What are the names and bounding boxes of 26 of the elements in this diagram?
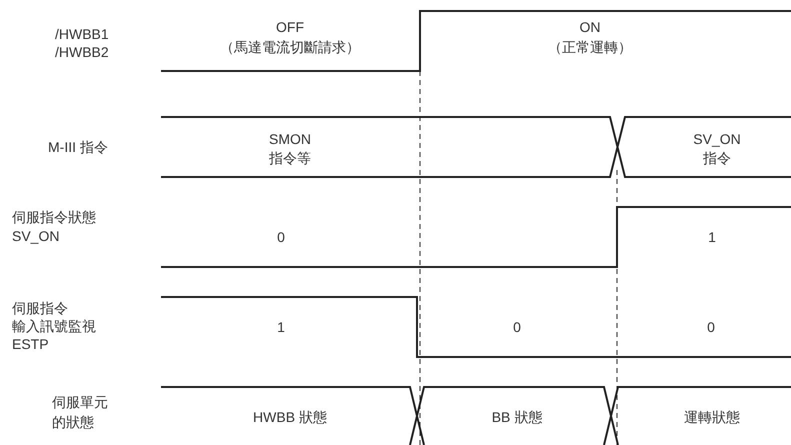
signal-label: 運轉狀態	[683, 408, 741, 426]
signal-label: SV_ON	[12, 227, 60, 245]
signal-label: 0	[512, 318, 522, 336]
signal-label: （正常運轉）	[547, 38, 633, 56]
signal-label: HWBB 狀態	[252, 408, 328, 426]
signal-label: ESTP	[12, 335, 49, 353]
signal-label: SV_ON	[692, 130, 742, 148]
signal-label: 輸入訊號監視	[12, 317, 96, 335]
signal-label: 的狀態	[52, 413, 94, 431]
signal-label: 指令	[702, 149, 732, 167]
signal-label: M-III 指令	[48, 138, 108, 156]
signal-label: BB 狀態	[490, 408, 544, 426]
signal-label: OFF	[275, 18, 305, 36]
signal-label: 伺服單元	[52, 393, 108, 411]
signal-label: 伺服指令	[12, 299, 68, 317]
signal-label: 伺服指令狀態	[12, 208, 96, 226]
signal-label: ON	[578, 18, 602, 36]
signal-label: SMON	[268, 130, 312, 148]
signal-label: 1	[276, 318, 286, 336]
signal-label: 指令等	[268, 149, 312, 167]
signal-label: 0	[276, 228, 286, 246]
signal-label: （馬達電流切斷請求）	[219, 38, 361, 56]
signal-label: /HWBB2	[55, 43, 109, 61]
signal-label: /HWBB1	[55, 25, 109, 43]
signal-label: 0	[706, 318, 716, 336]
signal-label: 1	[707, 228, 717, 246]
